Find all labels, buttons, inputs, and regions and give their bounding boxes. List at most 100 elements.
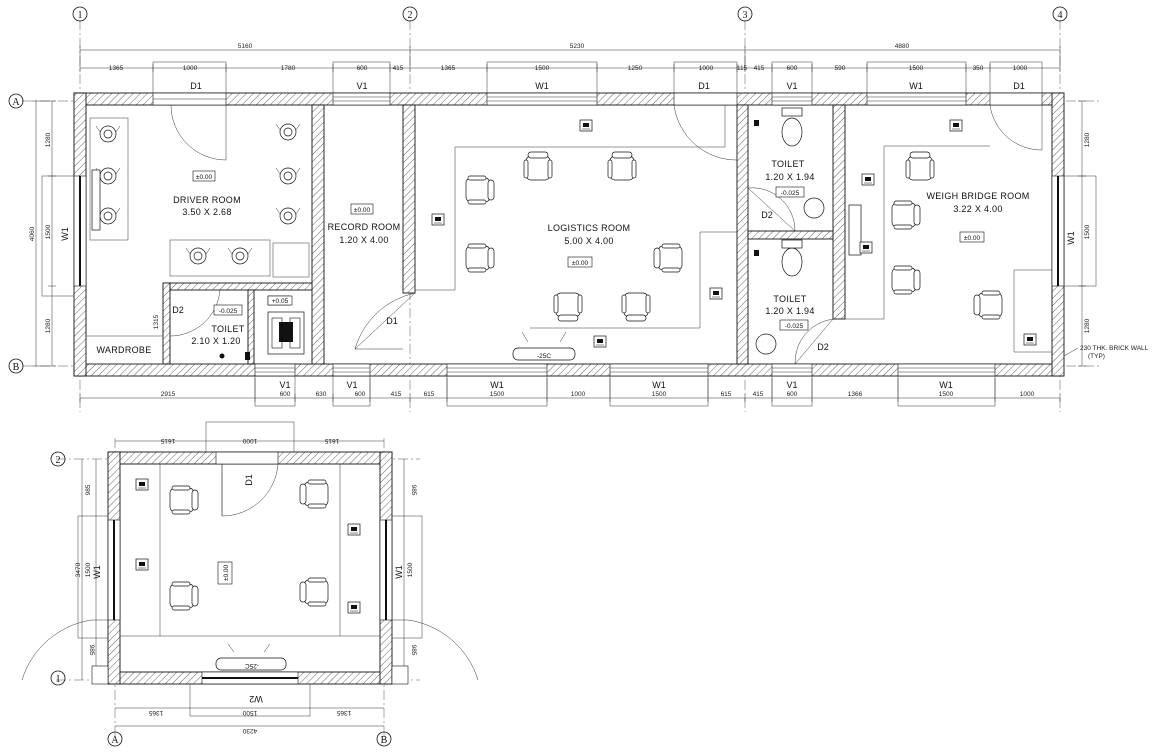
weigh-room-size: 3.22 X 4.00	[953, 204, 1002, 214]
toilet2-size: 1.20 X 1.94	[765, 172, 814, 182]
tag-v1-a: V1	[356, 81, 367, 91]
dim-bottom-4: 600	[355, 391, 366, 398]
window-frames	[152, 61, 1043, 407]
driver-room-level: ±0.00	[196, 174, 213, 181]
dim-bottom-13: 1366	[848, 391, 863, 398]
dim-left-3: 1280	[45, 318, 52, 333]
plan2-tag-w2: W2	[249, 694, 263, 704]
dim-top-overall-1: 5160	[238, 43, 253, 50]
plan2-walls	[21, 421, 479, 717]
dim-bottom-1: 2915	[161, 391, 176, 398]
plan2-grid-label-2: 2	[56, 455, 61, 466]
dim-bottom-8: 1000	[571, 391, 586, 398]
plan2-dim-right-1: 985	[410, 485, 417, 496]
dim-top-4: 600	[357, 65, 368, 72]
dim-right-3: 1280	[1084, 318, 1091, 333]
plan2-dimensions: 1615 1000 1615 1365 1500 1365 4230 985 1…	[75, 437, 417, 734]
main-plan-walls	[73, 92, 1065, 377]
plan2-tag-w1-right: W1	[394, 565, 404, 579]
dim-bottom-7: 1500	[490, 391, 505, 398]
wall-openings	[41, 92, 1097, 377]
tag-v1-c: V1	[279, 380, 290, 390]
toilet-fixtures-right	[754, 107, 825, 355]
dim-top-overall-2: 5230	[570, 43, 585, 50]
wall-note: 230 THK. BRICK WALL	[1080, 345, 1149, 352]
dim-top-6: 1365	[441, 65, 456, 72]
plan2-dim-top-2: 1000	[242, 437, 257, 444]
tag-d2-toilet3: D2	[817, 342, 829, 352]
plan2-dim-left-overall: 3470	[75, 562, 82, 577]
dim-top-5: 415	[393, 65, 404, 72]
tag-w1-a: W1	[535, 81, 549, 91]
record-room-name: RECORD ROOM	[328, 222, 401, 232]
grid-label-a: A	[12, 97, 20, 108]
dim-bottom-3: 630	[316, 391, 327, 398]
plan2-dim-left-2: 1500	[85, 562, 92, 577]
logistics-room-level: ±0.00	[572, 260, 589, 267]
toilet1-level: -0.025	[219, 308, 238, 315]
dim-bottom-5: 415	[391, 391, 402, 398]
grid-label-4: 4	[1058, 10, 1063, 21]
tag-d2-toilet1: D2	[172, 305, 184, 315]
tag-d2-toilet2: D2	[761, 210, 773, 220]
plan2-dim-right-3: 985	[410, 645, 417, 656]
dim-top-3: 1780	[281, 65, 296, 72]
weigh-room-level: ±0.00	[964, 235, 981, 242]
dim-toilet-depth: 1315	[153, 314, 160, 329]
tag-w1-e: W1	[939, 380, 953, 390]
opening-tags: D1 V1 W1 D1 V1 W1 D1 V1 V1 W1 W1 V1 W1 D…	[60, 81, 1149, 390]
tag-d1-record: D1	[386, 316, 398, 326]
dim-top-2: 1000	[183, 65, 198, 72]
grid-label-3: 3	[743, 10, 748, 21]
plan2-grid: 2 1 A B	[50, 438, 420, 747]
toilet3-size: 1.20 X 1.94	[765, 306, 814, 316]
plan2-dim-overall: 4230	[242, 727, 257, 734]
plan2-grid-label-1: 1	[56, 674, 61, 685]
dim-bottom-14: 1500	[939, 391, 954, 398]
dim-top-16: 1000	[1013, 65, 1028, 72]
dim-bottom-15: 1000	[1020, 391, 1035, 398]
tag-d1-c: D1	[1013, 81, 1025, 91]
dim-top-14: 1500	[909, 65, 924, 72]
dim-bottom-9: 1500	[652, 391, 667, 398]
plan2-dim-right-2: 1500	[407, 562, 414, 577]
dim-top-9: 1000	[699, 65, 714, 72]
plan2-dim-left-1: 985	[85, 484, 92, 495]
dim-top-7: 1500	[535, 65, 550, 72]
door-swings	[169, 104, 1043, 365]
plan2-tag-w1-left: W1	[92, 565, 102, 579]
dim-top-1: 1365	[109, 65, 124, 72]
wardrobe-label: WARDROBE	[96, 345, 151, 355]
tag-d1-b: D1	[698, 81, 710, 91]
tag-w1-d: W1	[652, 380, 666, 390]
plan2-grid-label-a: A	[111, 735, 119, 746]
toilet1-size: 2.10 X 1.20	[191, 336, 240, 346]
logistics-room-size: 5.00 X 4.00	[564, 236, 613, 246]
plan2-tag-d1: D1	[244, 474, 254, 486]
dim-right-1: 1280	[1084, 132, 1091, 147]
dim-top-8: 1250	[628, 65, 643, 72]
plan2-dim-top-1: 1615	[160, 437, 175, 444]
dim-bottom-10: 615	[721, 391, 732, 398]
tag-w1-left: W1	[60, 227, 70, 241]
grid-bubbles: 1 2 3 4 A B	[8, 6, 1068, 374]
plan2-dim-bottom-3: 1365	[336, 709, 351, 716]
dim-left-1: 1280	[45, 132, 52, 147]
dim-top-10: 115	[737, 65, 748, 72]
toilet1-name: TOILET	[211, 324, 244, 334]
room-labels: ±0.00 DRIVER ROOM 3.50 X 2.68 ±0.00 RECO…	[96, 159, 1029, 355]
dim-bottom-2: 600	[280, 391, 291, 398]
plan2-furniture: ±0.00 D1 W1 W1 W2 -25C	[92, 464, 404, 704]
plan2-dim-top-3: 1615	[324, 437, 339, 444]
ac-label: -25C	[537, 353, 551, 360]
plan2-dim-bottom-2: 1500	[242, 709, 257, 716]
dim-left-overall: 4060	[29, 226, 36, 241]
weigh-room-name: WEIGH BRIDGE ROOM	[926, 191, 1029, 201]
driver-room-furniture	[85, 117, 310, 365]
dim-top-13: 590	[835, 65, 846, 72]
dim-right-2: 1500	[1084, 224, 1091, 239]
driver-room-name: DRIVER ROOM	[173, 195, 241, 205]
toilet2-name: TOILET	[771, 159, 804, 169]
logistics-furniture	[415, 105, 737, 361]
